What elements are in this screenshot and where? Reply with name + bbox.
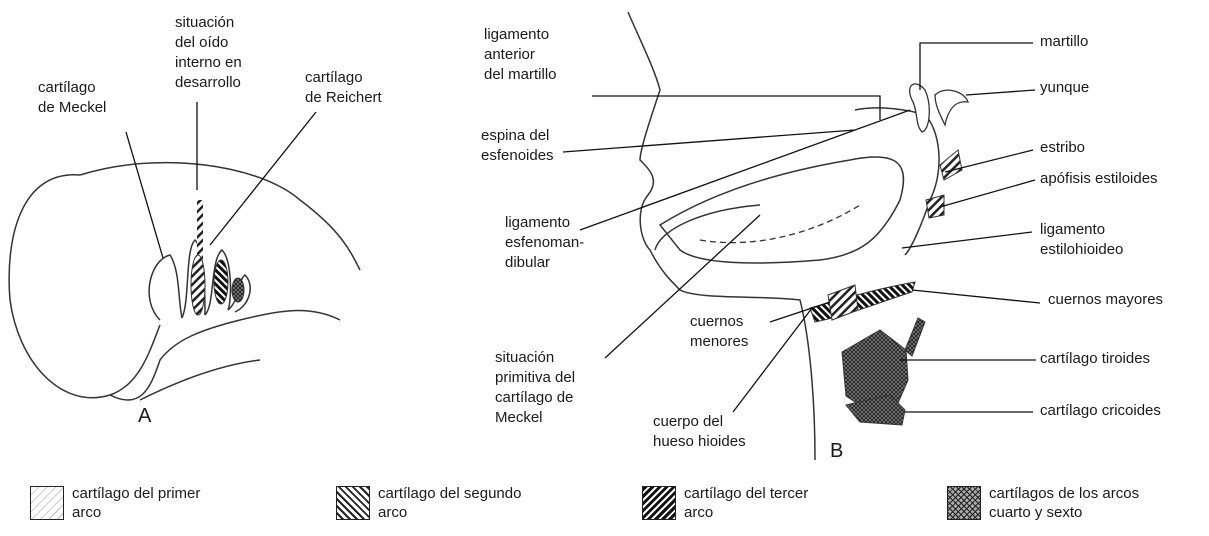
legend-item-third-arch: cartílago del tercer arco <box>642 484 808 522</box>
label-hyoid-body: cuerpo del hueso hioides <box>653 412 746 452</box>
legend-swatch-fourth-sixth-arch <box>947 486 981 520</box>
legend-item-fourth-sixth-arch: cartílagos de los arcos cuarto y sexto <box>947 484 1139 522</box>
second-arch <box>191 255 205 315</box>
head-profile <box>628 12 815 460</box>
label-greater-horns: cuernos mayores <box>1048 290 1163 310</box>
label-reichert-cartilage: cartílago de Reichert <box>305 68 382 108</box>
label-sphenoid-spine: espina del esfenoides <box>481 126 554 166</box>
panel-label-a: A <box>138 405 151 428</box>
inner-ear-marker <box>197 200 203 260</box>
label-thyroid-cartilage: cartílago tiroides <box>1040 349 1150 369</box>
embryo-drawing <box>9 163 360 401</box>
label-primitive-meckel: situación primitiva del cartílago de Mec… <box>495 348 575 428</box>
legend-item-first-arch: cartílago del primer arco <box>30 484 200 522</box>
legend-item-second-arch: cartílago del segundo arco <box>336 484 521 522</box>
label-stylohyoid-ligament: ligamento estilohioideo <box>1040 220 1123 260</box>
greater-horn-shape <box>810 282 915 322</box>
legend-text-fourth-sixth-arch: cartílagos de los arcos cuarto y sexto <box>989 484 1139 522</box>
label-anterior-ligament: ligamento anterior del martillo <box>484 25 557 85</box>
jaw-outline <box>855 108 939 255</box>
legend-text-third-arch: cartílago del tercer arco <box>684 484 808 522</box>
label-sphenomandibular: ligamento esfenoman- dibular <box>505 213 584 273</box>
mandible <box>660 157 903 263</box>
label-styloid-process: apófisis estiloides <box>1040 169 1158 189</box>
ossicles <box>910 84 968 132</box>
legend-swatch-first-arch <box>30 486 64 520</box>
label-meckel-cartilage: cartílago de Meckel <box>38 78 106 118</box>
label-cricoid-cartilage: cartílago cricoides <box>1040 401 1161 421</box>
legend-text-first-arch: cartílago del primer arco <box>72 484 200 522</box>
stapes-shape <box>940 150 962 180</box>
label-inner-ear: situación del oído interno en desarrollo <box>175 13 242 93</box>
label-incus: yunque <box>1040 78 1089 98</box>
legend-swatch-second-arch <box>336 486 370 520</box>
hyoid-shape <box>828 285 858 320</box>
label-malleus: martillo <box>1040 32 1088 52</box>
legend-swatch-third-arch <box>642 486 676 520</box>
third-arch <box>214 260 228 304</box>
panel-label-b: B <box>830 440 843 463</box>
fourth-arch <box>232 278 244 302</box>
legend-text-second-arch: cartílago del segundo arco <box>378 484 521 522</box>
label-stapes: estribo <box>1040 138 1085 158</box>
label-lesser-horns: cuernos menores <box>690 312 748 352</box>
thyroid-horn <box>905 318 925 356</box>
